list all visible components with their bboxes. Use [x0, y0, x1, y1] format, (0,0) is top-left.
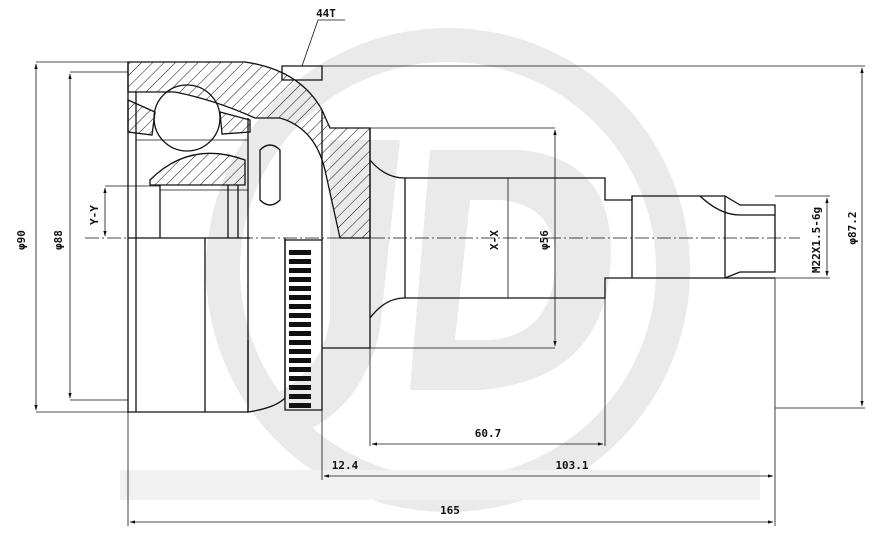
dim-103-1: 103.1 — [555, 459, 588, 472]
abs-ring — [284, 239, 323, 411]
dim-phi88: φ88 — [52, 230, 65, 250]
abs-tooth — [289, 304, 311, 309]
abs-tooth — [289, 295, 311, 300]
label-xx: X-X — [488, 230, 501, 250]
watermark-logo — [120, 28, 760, 512]
dim-phi56: φ56 — [538, 230, 551, 250]
abs-tooth — [289, 259, 311, 264]
dim-60-7: 60.7 — [475, 427, 502, 440]
abs-tooth — [289, 313, 311, 318]
abs-tooth — [289, 376, 311, 381]
abs-tooth — [289, 367, 311, 372]
abs-tooth — [289, 349, 311, 354]
abs-tooth — [289, 286, 311, 291]
abs-tooth — [289, 340, 311, 345]
abs-tooth — [289, 268, 311, 273]
label-yy: Y-Y — [88, 205, 101, 225]
abs-tooth — [289, 277, 311, 282]
dim-teeth: 44T — [316, 7, 336, 20]
outer-housing — [127, 61, 371, 413]
dim-165: 165 — [440, 504, 460, 517]
stem-shaft — [322, 128, 776, 349]
dim-12-4: 12.4 — [332, 459, 359, 472]
abs-tooth — [289, 385, 311, 390]
dim-phi90: φ90 — [15, 230, 28, 250]
dim-phi87-2: φ87.2 — [846, 211, 859, 244]
dimension-lines — [34, 19, 865, 526]
dim-thread: M22X1.5-6g — [810, 207, 823, 273]
ball-cage — [127, 84, 281, 238]
abs-tooth — [289, 331, 311, 336]
abs-tooth — [289, 403, 311, 408]
abs-tooth — [289, 394, 311, 399]
abs-tooth — [289, 358, 311, 363]
abs-tooth — [289, 250, 311, 255]
abs-tooth — [289, 322, 311, 327]
